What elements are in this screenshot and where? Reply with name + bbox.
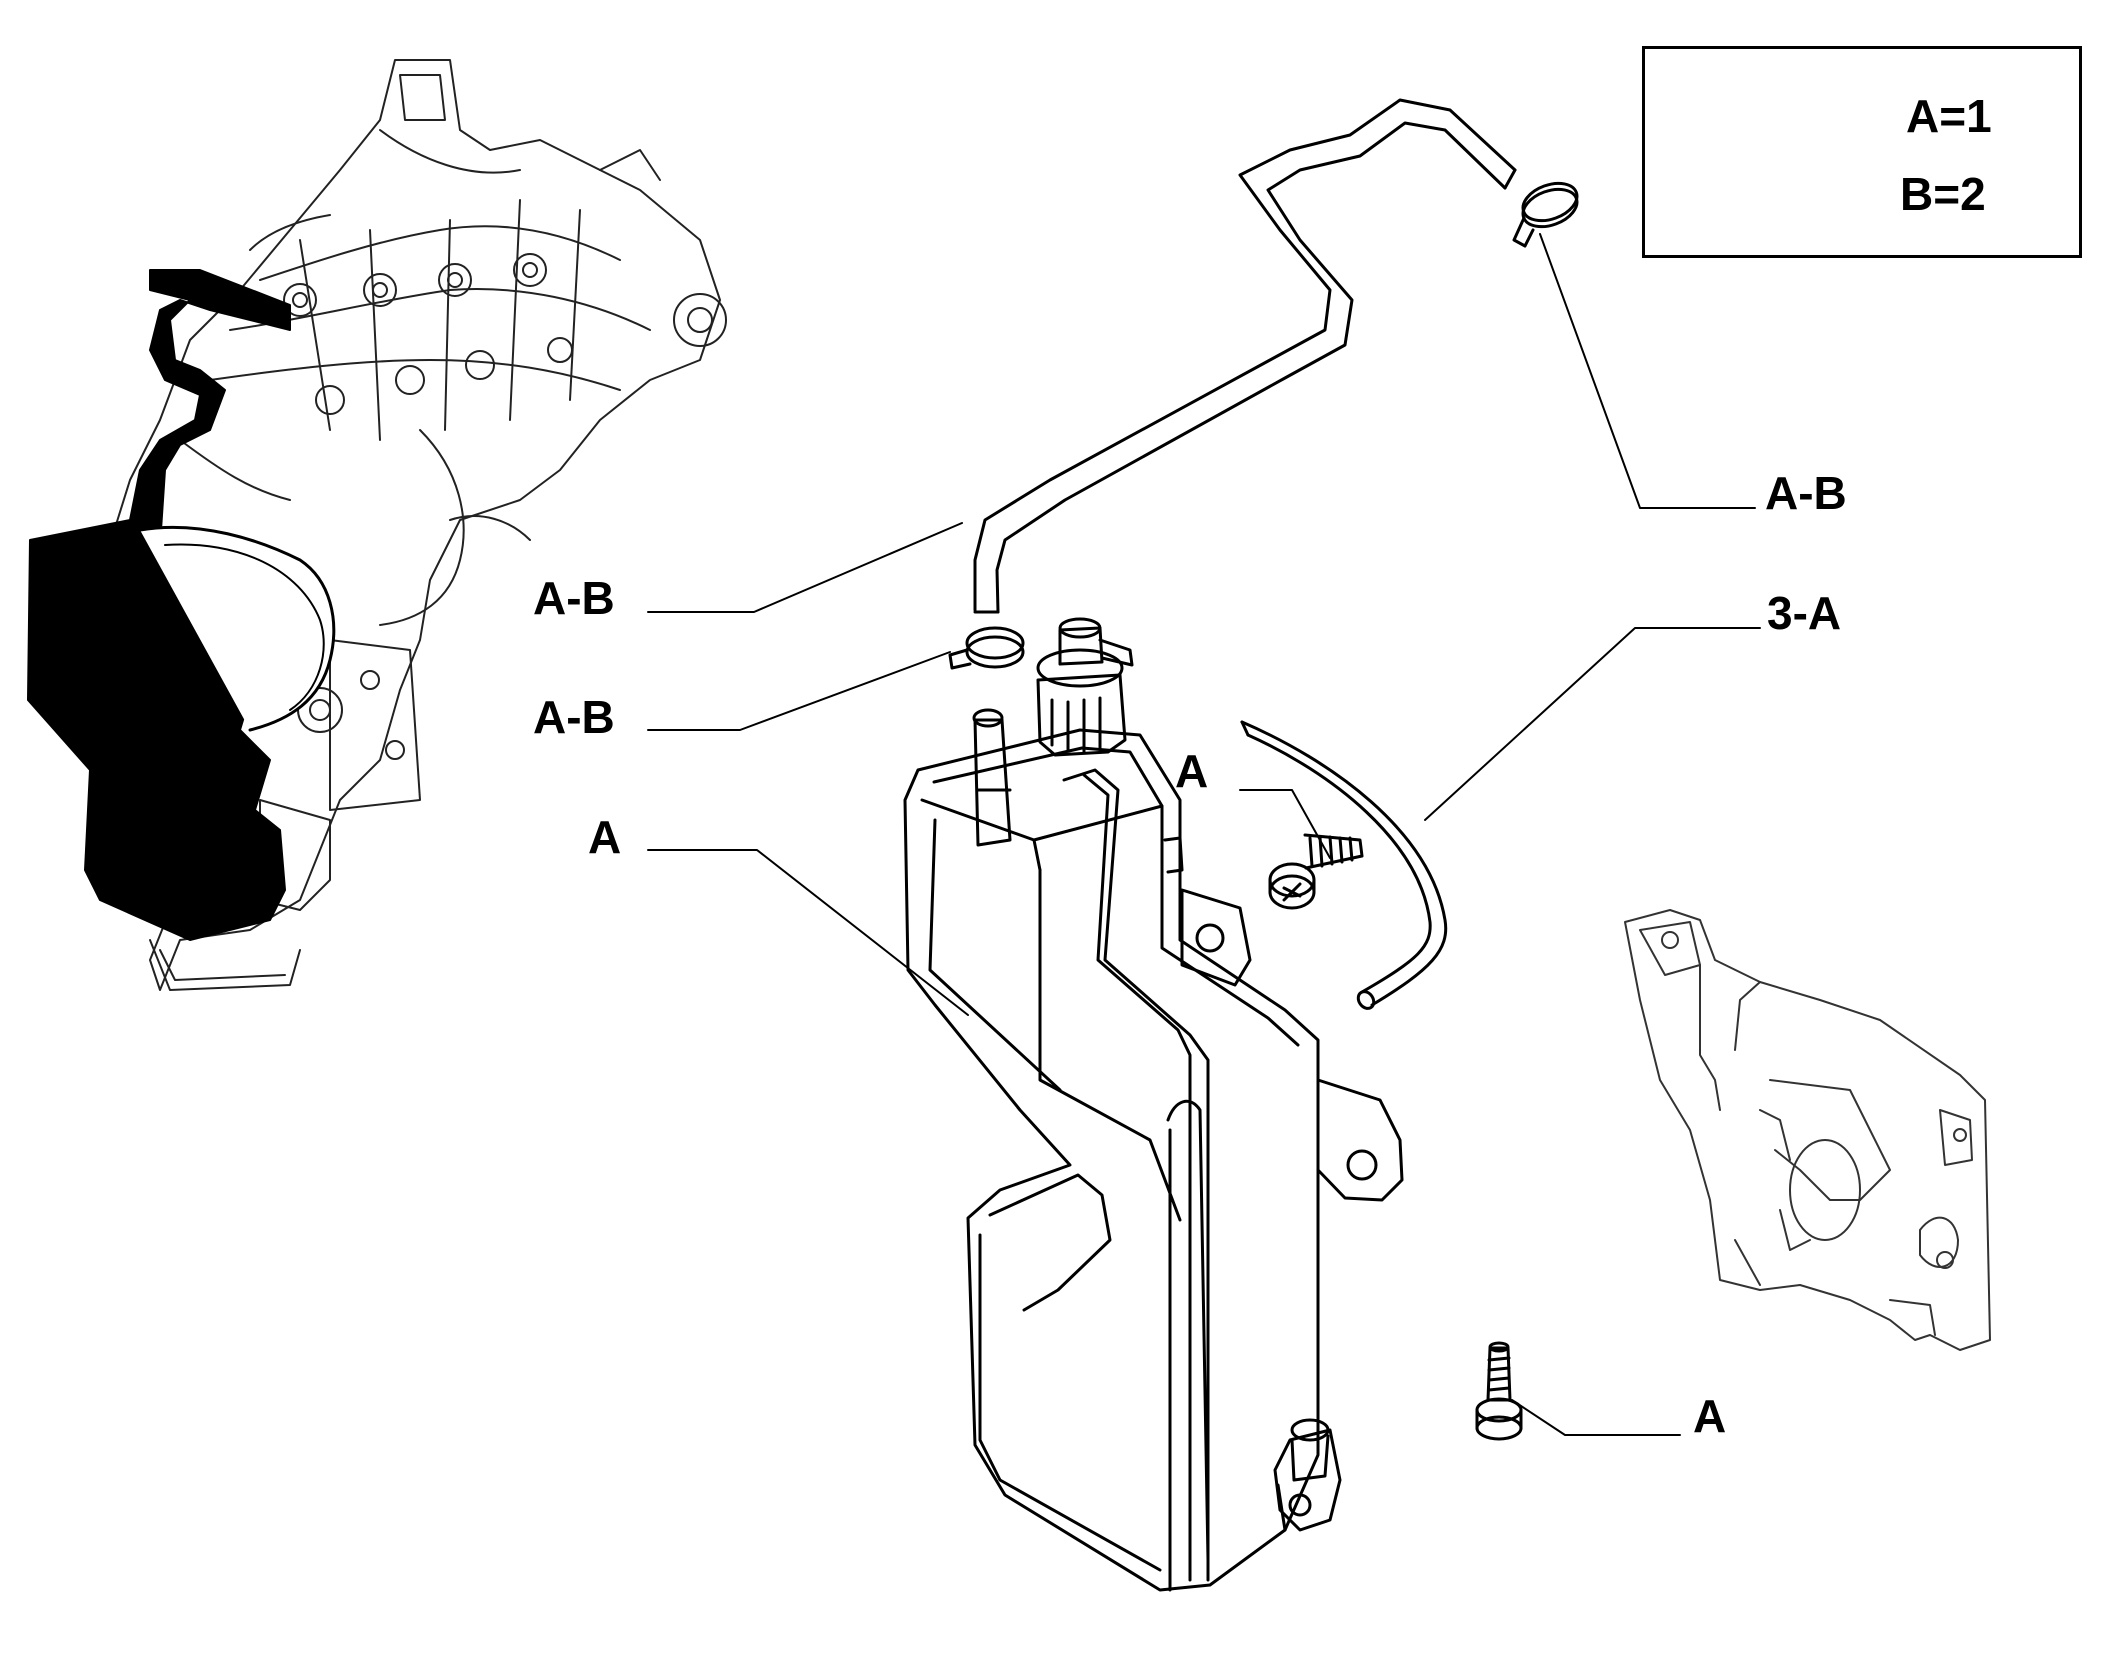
quantity-legend: A=1 B=2 [1642,46,2082,258]
callout-ab-lower-left: A-B [533,691,615,743]
screw-bottom [1475,1341,1523,1441]
legend-line-a: A=1 [1906,90,1992,142]
leader-lines [647,233,1761,1436]
hose-clamp-top [1512,181,1579,248]
callout-ab-upper-left: A-B [533,572,615,624]
mounting-bracket [1624,909,1991,1351]
callout-a-bottom-right: A [1693,1390,1727,1442]
callout-ab-top-right: A-B [1765,467,1847,519]
hose-clamp-middle [948,626,1025,670]
legend-line-b: B=2 [1900,168,1986,220]
screw-middle [1268,833,1364,910]
upper-hose [973,98,1517,614]
callout-3a: 3-A [1767,587,1842,639]
callout-a-left: A [588,811,622,863]
callout-a-screw: A [1175,745,1209,797]
small-hose [1240,720,1448,1010]
expansion-tank [903,617,1404,1592]
highlighted-reservoir-bracket [27,269,336,941]
